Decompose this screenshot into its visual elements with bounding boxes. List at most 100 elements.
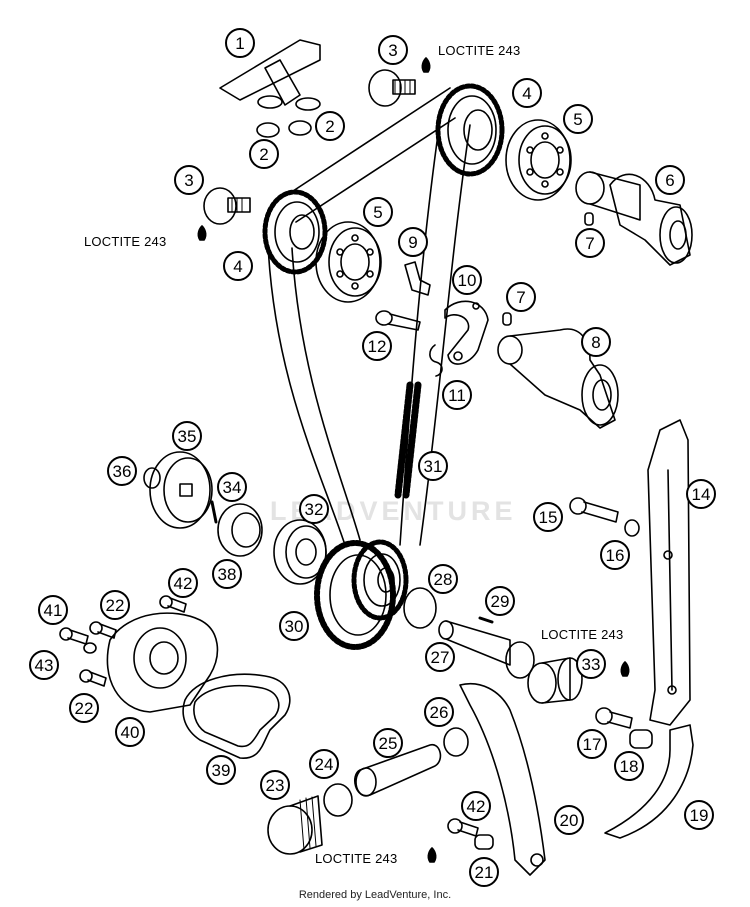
callout-part-7: 7 xyxy=(575,228,605,258)
part-4-sprocket-top xyxy=(435,83,505,177)
callout-part-21: 21 xyxy=(469,857,499,887)
loctite-note: LOCTITE 243 xyxy=(438,43,521,58)
part-29-key xyxy=(478,616,494,624)
part-5-bearing-top xyxy=(505,119,572,201)
callout-part-15: 15 xyxy=(533,502,563,532)
callout-part-5: 5 xyxy=(563,104,593,134)
callout-part-35: 35 xyxy=(172,421,202,451)
part-14-rail xyxy=(647,419,691,726)
part-16-washer xyxy=(624,519,640,537)
callout-part-10: 10 xyxy=(452,265,482,295)
loctite-note: LOCTITE 243 xyxy=(541,627,624,642)
part-2-cap-b xyxy=(288,120,312,136)
callout-part-27: 27 xyxy=(425,642,455,672)
part-23-plug xyxy=(267,795,323,855)
part-3-bolt-left xyxy=(203,187,251,225)
callout-part-22: 22 xyxy=(69,693,99,723)
callout-part-38: 38 xyxy=(212,559,242,589)
callout-part-23: 23 xyxy=(260,770,290,800)
part-19-guide xyxy=(604,724,694,839)
loctite-note: LOCTITE 243 xyxy=(84,234,167,249)
timing-chain xyxy=(267,87,471,546)
part-20-rail xyxy=(459,683,546,876)
loctite-note: LOCTITE 243 xyxy=(315,851,398,866)
part-11-spring xyxy=(429,344,443,377)
callout-part-30: 30 xyxy=(279,611,309,641)
callout-part-28: 28 xyxy=(428,564,458,594)
callout-part-43: 43 xyxy=(29,650,59,680)
callout-part-32: 32 xyxy=(299,494,329,524)
callout-part-25: 25 xyxy=(373,728,403,758)
callout-part-12: 12 xyxy=(362,331,392,361)
part-42-bolt-a xyxy=(159,595,187,613)
callout-part-9: 9 xyxy=(398,227,428,257)
loctite-drop-2 xyxy=(197,225,207,241)
loctite-drop-1 xyxy=(421,57,431,73)
callout-part-34: 34 xyxy=(217,472,247,502)
part-33-bearing xyxy=(527,657,583,704)
callout-part-17: 17 xyxy=(577,729,607,759)
callout-part-31: 31 xyxy=(418,451,448,481)
callout-part-11: 11 xyxy=(442,380,472,410)
part-2-cap xyxy=(256,122,280,138)
part-36-clip xyxy=(143,467,161,489)
callout-part-3: 3 xyxy=(174,165,204,195)
callout-part-41: 41 xyxy=(38,595,68,625)
part-18-bushing xyxy=(629,729,653,749)
part-34-pin xyxy=(210,500,218,524)
callout-part-33: 33 xyxy=(576,649,606,679)
callout-part-3: 3 xyxy=(378,35,408,65)
part-15-bolt xyxy=(569,497,619,523)
part-43-washer xyxy=(83,642,97,654)
part-28-washer xyxy=(403,587,437,629)
part-30-gear xyxy=(314,539,409,650)
part-38-seal xyxy=(217,503,263,557)
part-17-bolt xyxy=(595,707,633,729)
chain-section-31 xyxy=(394,381,422,499)
callout-part-39: 39 xyxy=(206,755,236,785)
callout-part-5: 5 xyxy=(363,197,393,227)
part-26-oring xyxy=(443,727,469,757)
part-24-oring xyxy=(323,783,353,817)
callout-part-8: 8 xyxy=(581,327,611,357)
callout-part-19: 19 xyxy=(684,800,714,830)
callout-part-29: 29 xyxy=(485,586,515,616)
callout-part-2: 2 xyxy=(315,111,345,141)
part-9-shaft xyxy=(404,261,431,296)
callout-part-24: 24 xyxy=(309,749,339,779)
callout-part-42: 42 xyxy=(168,568,198,598)
part-41-bolt xyxy=(59,627,89,645)
part-1-guide xyxy=(219,39,321,111)
part-40-pump-cover xyxy=(106,612,219,713)
part-25-shaft xyxy=(354,743,442,797)
loctite-drop-4 xyxy=(427,847,437,863)
part-7-pin-b xyxy=(502,312,512,326)
loctite-drop-3 xyxy=(620,661,630,677)
part-35-impeller xyxy=(149,451,213,529)
callout-part-36: 36 xyxy=(107,456,137,486)
callout-part-20: 20 xyxy=(554,805,584,835)
part-6-camshaft xyxy=(575,171,693,266)
part-39-gasket xyxy=(182,673,291,759)
credit-line: Rendered by LeadVenture, Inc. xyxy=(298,889,452,901)
part-7-pin-a xyxy=(584,212,594,226)
callout-part-14: 14 xyxy=(686,479,716,509)
part-12-bolt xyxy=(375,310,421,331)
callout-part-6: 6 xyxy=(655,165,685,195)
part-42-bolt-b xyxy=(447,818,479,837)
callout-part-4: 4 xyxy=(223,251,253,281)
callout-part-16: 16 xyxy=(600,540,630,570)
part-32-bearing xyxy=(273,519,327,585)
callout-part-2: 2 xyxy=(249,139,279,169)
part-5-bearing-left xyxy=(315,221,382,303)
part-22-bolt-a xyxy=(89,621,117,639)
part-3-bolt-top xyxy=(368,69,416,107)
callout-part-22: 22 xyxy=(100,590,130,620)
part-21-bushing xyxy=(474,834,494,850)
callout-part-4: 4 xyxy=(512,78,542,108)
callout-part-1: 1 xyxy=(225,28,255,58)
part-4-sprocket-left xyxy=(262,189,328,275)
part-22-bolt-b xyxy=(79,669,107,687)
